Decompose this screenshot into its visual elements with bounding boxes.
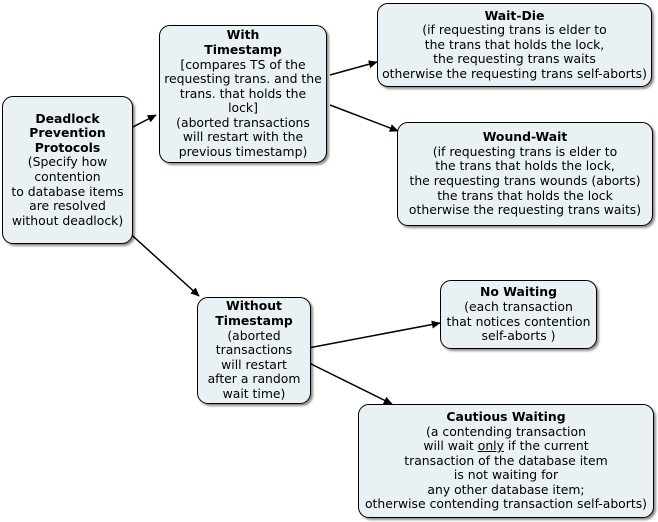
node-wound-wait[interactable]: Wound-Wait (if requesting trans is elder… [397,122,653,226]
node-with-timestamp[interactable]: With Timestamp [compares TS of the reque… [159,25,327,163]
node-title: Without Timestamp [215,298,293,329]
edge-with-timestamp-to-wait-die [329,60,378,76]
edge-without-timestamp-to-cautious-waiting [302,359,393,405]
node-title: Cautious Waiting [446,408,566,424]
node-title: Deadlock Prevention Protocols [29,110,106,155]
edge-root-to-without-timestamp [123,227,200,297]
node-body: (a contending transaction will wait only… [364,423,648,513]
node-body-pre: (a contending transaction will wait [423,423,586,454]
edge-without-timestamp-to-no-waiting [302,320,441,350]
edge-root-to-with-timestamp [128,114,157,130]
node-title: Wound-Wait [482,129,568,145]
node-body: (aborted transactions will restart after… [207,327,301,401]
node-body: (each transaction that notices contentio… [446,298,591,344]
node-title: With Timestamp [204,27,282,57]
node-body: [compares TS of the requesting trans. an… [164,56,322,160]
node-body-post: if the current transaction of the databa… [364,438,648,512]
node-body: (if requesting trans is elder to the tra… [382,22,647,81]
node-without-timestamp[interactable]: Without Timestamp (aborted transactions … [197,297,311,404]
edge-with-timestamp-to-wound-wait [329,104,399,132]
node-body: (Specify how contention to database item… [11,154,124,228]
node-body-emphasis: only [477,438,504,454]
node-no-waiting[interactable]: No Waiting (each transaction that notice… [440,280,597,349]
node-title: No Waiting [480,284,557,300]
node-body: (if requesting trans is elder to the tra… [408,143,642,218]
node-wait-die[interactable]: Wait-Die (if requesting trans is elder t… [377,3,652,87]
node-cautious-waiting[interactable]: Cautious Waiting (a contending transacti… [358,404,654,518]
node-deadlock-prevention-protocols[interactable]: Deadlock Prevention Protocols (Specify h… [2,96,133,244]
node-title: Wait-Die [484,7,545,23]
